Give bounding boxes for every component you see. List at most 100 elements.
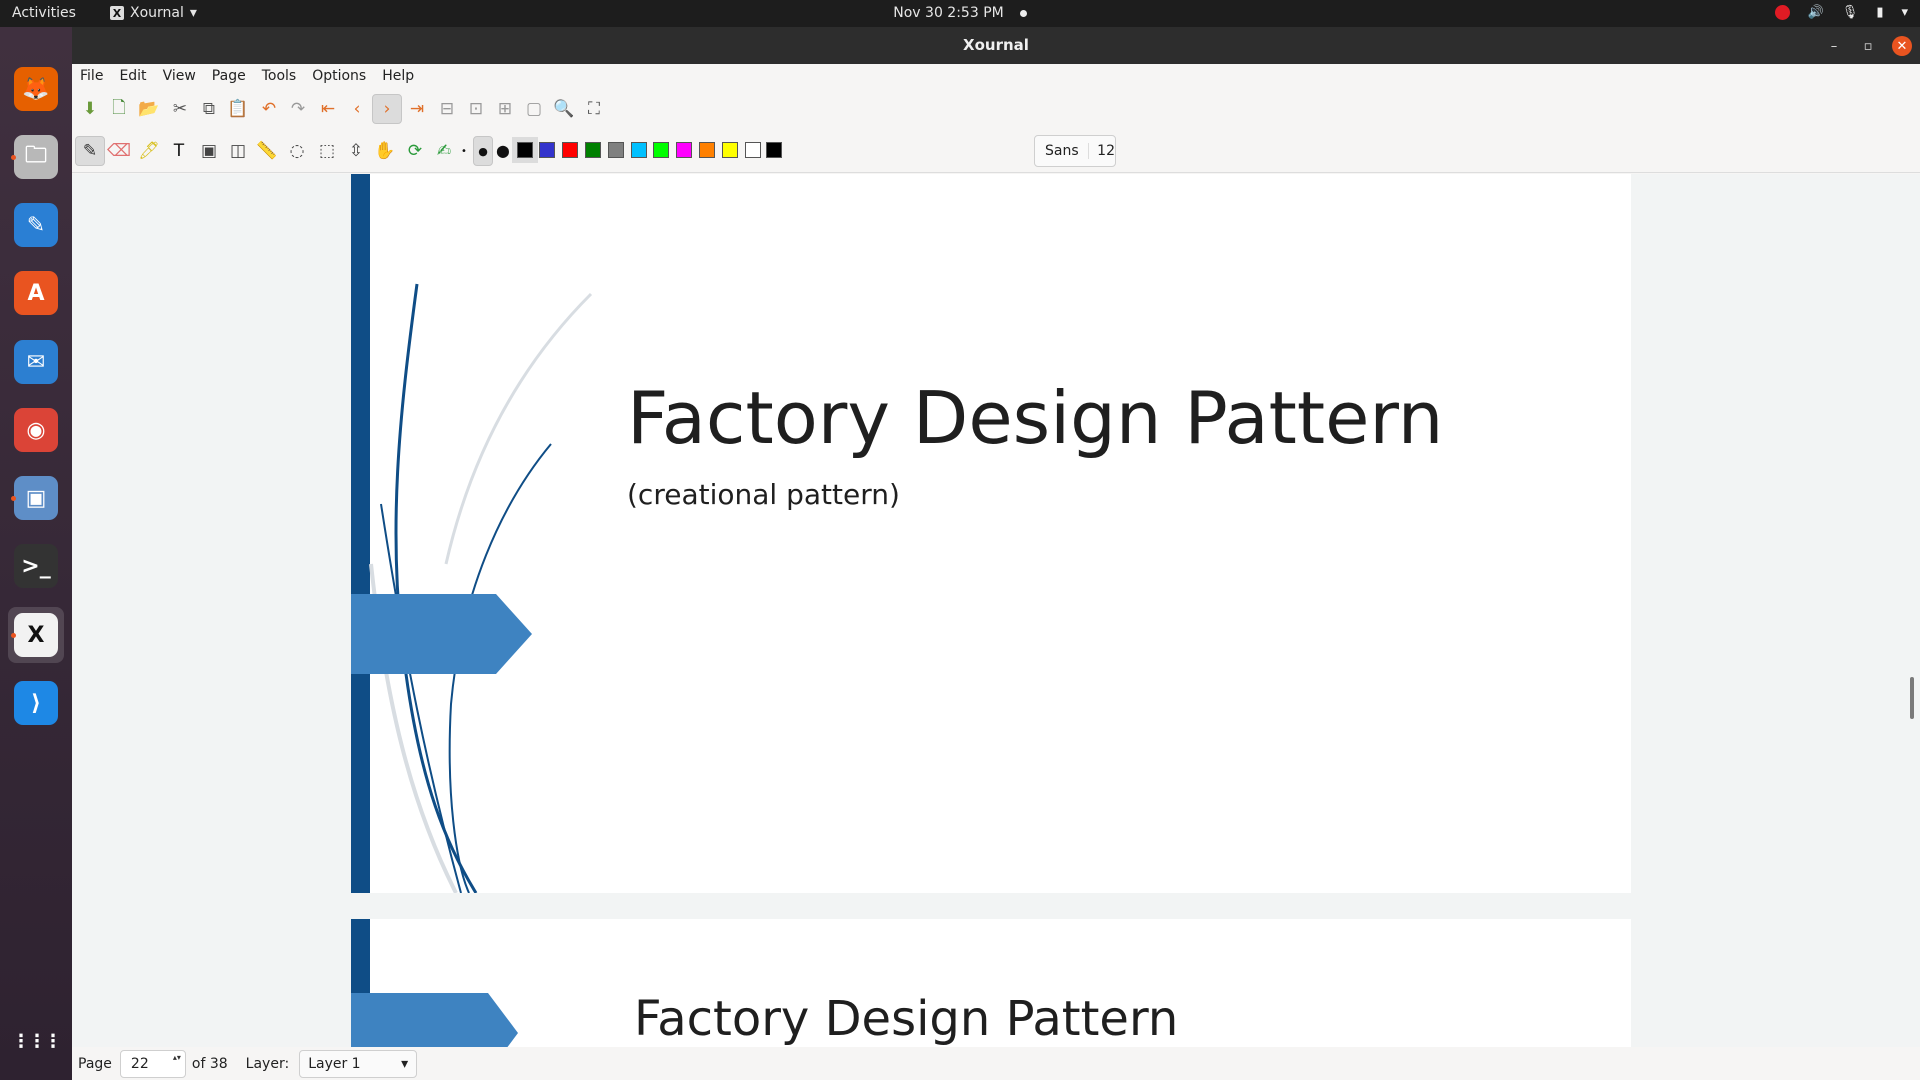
lasso-select-icon: ◌ (289, 141, 305, 161)
layer-select[interactable]: Layer 1 ▾ (299, 1049, 418, 1078)
dock-item-files[interactable]: 🗀 (8, 129, 64, 185)
close-button[interactable]: ✕ (1892, 36, 1912, 56)
document-page[interactable]: Factory Design Pattern (creational patte… (351, 174, 1631, 893)
maximize-button[interactable]: ▫ (1858, 36, 1878, 56)
minimize-button[interactable]: – (1824, 36, 1844, 56)
menu-view[interactable]: View (162, 68, 196, 84)
open-button[interactable]: 📂 (134, 94, 164, 124)
menu-page[interactable]: Page (211, 68, 246, 84)
zoom-normal-button[interactable]: ▢ (519, 94, 549, 124)
dock-item-libreoffice-writer[interactable]: ✎ (8, 197, 64, 253)
color-swatch-white[interactable] (745, 142, 761, 158)
menu-file[interactable]: File (80, 68, 104, 84)
document-page[interactable]: Factory Design Pattern (351, 919, 1631, 1047)
zoom-search-icon: 🔍 (553, 99, 575, 119)
color-swatch-red[interactable] (562, 142, 578, 158)
menu-edit[interactable]: Edit (119, 68, 147, 84)
medium-line-button[interactable]: ● (473, 136, 493, 166)
pen-tool-button[interactable]: ✎ (75, 136, 105, 166)
thick-line-button[interactable]: ⬤ (493, 136, 513, 166)
window-title: Xournal (963, 36, 1029, 54)
last-page-button[interactable]: ⇥ (402, 94, 432, 124)
lasso-select-button[interactable]: ◌ (282, 136, 312, 166)
color-swatch-light-blue[interactable] (631, 142, 647, 158)
paste-button[interactable]: 📋 (223, 94, 253, 124)
xournal-window: Xournal – ▫ ✕ File Edit View Page Tools Optio… (72, 27, 1920, 1080)
redo-icon: ↷ (290, 99, 306, 119)
vertical-space-button[interactable]: ⇳ (341, 136, 371, 166)
color-swatch-light-green[interactable] (653, 142, 669, 158)
activities-button[interactable]: Activities (12, 5, 76, 21)
save-button[interactable]: ⬇ (75, 94, 105, 124)
document-canvas[interactable]: Factory Design Pattern (creational patte… (72, 174, 1920, 1047)
next-page-icon: › (383, 99, 391, 119)
dock-item-thunderbird[interactable]: ✉ (8, 334, 64, 390)
pen-settings-icon: ✍ (436, 141, 452, 161)
font-size: 12 (1097, 143, 1115, 159)
pen-settings-button[interactable]: ✍ (429, 136, 459, 166)
cut-icon: ✂ (172, 99, 188, 119)
show-applications-button[interactable]: ⋮⋮⋮ (8, 1013, 64, 1069)
color-swatch-yellow[interactable] (722, 142, 738, 158)
color-swatch-black[interactable] (512, 137, 538, 163)
dock-item-terminal[interactable]: >_ (8, 538, 64, 594)
new-button[interactable]: 🗋 (104, 94, 134, 124)
dock-item-firefox[interactable]: 🦊 (8, 61, 64, 117)
text-tool-button[interactable]: T (164, 136, 194, 166)
color-swatch-gray[interactable] (608, 142, 624, 158)
system-tray[interactable]: 🔊 🎙 ▮ ▾ (1774, 5, 1908, 20)
page-number-input[interactable]: 22 ▴▾ (119, 1049, 186, 1078)
app-menu[interactable]: X Xournal ▾ (110, 5, 197, 21)
top-bar: Activities X Xournal ▾ Nov 30 2:53 PM 🔊 … (0, 0, 1920, 27)
color-swatch-black-current[interactable] (766, 142, 782, 158)
dock-item-screenshot-tool[interactable]: ▣ (8, 470, 64, 526)
pen-tool-icon: ✎ (82, 141, 98, 161)
copy-button[interactable]: ⧉ (194, 94, 224, 124)
font-button[interactable]: Sans 12 (1034, 135, 1116, 167)
menu-options[interactable]: Options (312, 68, 367, 84)
color-swatch-magenta[interactable] (676, 142, 692, 158)
highlighter-tool-button[interactable]: 🖊 (134, 136, 164, 166)
clock: Nov 30 2:53 PM (0, 5, 1920, 21)
color-swatch-orange[interactable] (699, 142, 715, 158)
previous-page-button[interactable]: ‹ (342, 94, 372, 124)
default-pen-button[interactable]: ⟳ (400, 136, 430, 166)
hand-tool-button[interactable]: ✋ (370, 136, 400, 166)
first-page-button[interactable]: ⇤ (313, 94, 343, 124)
dock-item-xournal[interactable]: X (8, 607, 64, 663)
next-page-button[interactable]: › (372, 94, 402, 124)
dock-item-vscode[interactable]: ⟩ (8, 675, 64, 731)
color-swatch-green[interactable] (585, 142, 601, 158)
zoom-fit-button[interactable]: ⊡ (461, 94, 491, 124)
zoom-in-button[interactable]: ⊞ (490, 94, 520, 124)
cut-button[interactable]: ✂ (165, 94, 195, 124)
dock-item-software-center[interactable]: A (8, 265, 64, 321)
fullscreen-button[interactable]: ⛶ (579, 94, 609, 124)
spin-arrows-icon[interactable]: ▴▾ (172, 1052, 181, 1062)
undo-button[interactable]: ↶ (254, 94, 284, 124)
shape-recognizer-button[interactable]: ◫ (223, 136, 253, 166)
battery-icon: ▮ (1876, 5, 1884, 20)
rect-select-button[interactable]: ⬚ (312, 136, 342, 166)
eraser-tool-button[interactable]: ⌫ (104, 136, 134, 166)
vertical-scrollbar[interactable] (1910, 677, 1914, 719)
layer-label: Layer: (245, 1055, 290, 1072)
text-tool-icon: T (173, 141, 185, 161)
title-bar[interactable]: Xournal – ▫ ✕ (72, 27, 1920, 64)
ruler-tool-button[interactable]: 📏 (252, 136, 282, 166)
dock-item-chrome[interactable]: ◉ (8, 402, 64, 458)
zoom-out-button[interactable]: ⊟ (432, 94, 462, 124)
slide-subtitle: (creational pattern) (627, 478, 900, 511)
menu-help[interactable]: Help (382, 68, 415, 84)
page-number-value: 22 (130, 1055, 149, 1072)
redo-button[interactable]: ↷ (283, 94, 313, 124)
color-swatch-blue[interactable] (539, 142, 555, 158)
slide-accent-bar (351, 174, 370, 893)
thin-line-button[interactable]: • (454, 136, 474, 166)
slide-arrow-tab (351, 594, 532, 674)
zoom-search-button[interactable]: 🔍 (549, 94, 579, 124)
menu-tools[interactable]: Tools (261, 68, 297, 84)
image-tool-button[interactable]: ▣ (194, 136, 224, 166)
clock-label[interactable]: Nov 30 2:53 PM (893, 5, 1004, 21)
recording-indicator-icon[interactable] (1774, 5, 1790, 20)
